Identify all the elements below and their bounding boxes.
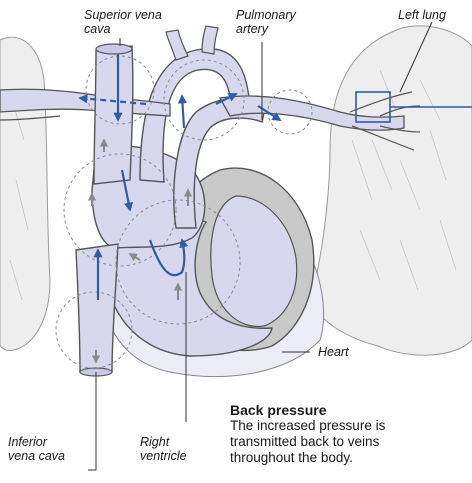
label-heart: Heart	[318, 345, 349, 359]
label-left-lung: Left lung	[398, 8, 446, 22]
label-inferior-vena-cava: Inferior vena cava	[8, 435, 65, 463]
label-superior-vena-cava: Superior vena cava	[84, 8, 162, 36]
caption: Back pressure The increased pressure is …	[230, 402, 468, 466]
right-lung	[0, 37, 50, 350]
left-lung	[310, 26, 472, 355]
caption-body: The increased pressure is transmitted ba…	[230, 418, 468, 466]
label-pulmonary-artery: Pulmonary artery	[236, 8, 296, 36]
label-right-ventricle: Right ventricle	[140, 435, 187, 463]
caption-title: Back pressure	[230, 402, 468, 418]
superior-vena-cava	[94, 46, 133, 184]
